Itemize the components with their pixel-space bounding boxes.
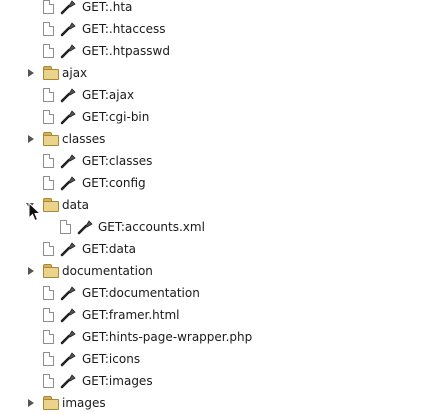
wrench-icon bbox=[60, 286, 76, 301]
document-icon bbox=[43, 330, 54, 344]
tree-row-label: GET:hints-page-wrapper.php bbox=[82, 330, 253, 344]
tree-row-label: GET:framer.html bbox=[82, 308, 180, 322]
tree-row-request[interactable]: GET:.hta bbox=[0, 0, 423, 18]
wrench-icon bbox=[60, 352, 76, 367]
tree-row-label: GET:.htaccess bbox=[82, 22, 166, 36]
document-icon bbox=[43, 0, 54, 14]
folder-icon bbox=[43, 264, 59, 278]
tree-row-label: GET:accounts.xml bbox=[98, 220, 205, 234]
tree-row-label: GET:config bbox=[82, 176, 146, 190]
tree-row-request[interactable]: GET:cgi-bin bbox=[0, 106, 423, 128]
wrench-icon bbox=[60, 176, 76, 191]
tree-row-label: GET:.htpasswd bbox=[82, 44, 170, 58]
wrench-icon bbox=[60, 330, 76, 345]
tree-row-request[interactable]: GET:ajax bbox=[0, 84, 423, 106]
wrench-icon bbox=[60, 308, 76, 323]
tree-row-request[interactable]: GET:.htaccess bbox=[0, 18, 423, 40]
tree-row-label: GET:data bbox=[82, 242, 136, 256]
tree-row-request[interactable]: GET:hints-page-wrapper.php bbox=[0, 326, 423, 348]
document-icon bbox=[43, 22, 54, 36]
expand-toggle[interactable] bbox=[25, 128, 37, 150]
document-icon bbox=[43, 352, 54, 366]
wrench-icon bbox=[60, 22, 76, 37]
collapse-toggle[interactable] bbox=[25, 194, 37, 216]
expand-toggle[interactable] bbox=[25, 392, 37, 414]
tree-row-label: GET:icons bbox=[82, 352, 141, 366]
folder-icon bbox=[43, 396, 59, 410]
wrench-icon bbox=[60, 374, 76, 389]
tree-row-request[interactable]: GET:data bbox=[0, 238, 423, 260]
tree-row-label: GET:documentation bbox=[82, 286, 200, 300]
tree-row-request[interactable]: GET:accounts.xml bbox=[0, 216, 423, 238]
folder-icon bbox=[43, 132, 59, 146]
expand-toggle[interactable] bbox=[25, 62, 37, 84]
tree-row-request[interactable]: GET:classes bbox=[0, 150, 423, 172]
wrench-icon bbox=[60, 242, 76, 257]
tree-row-label: GET:.hta bbox=[82, 0, 133, 14]
document-icon bbox=[60, 220, 71, 234]
document-icon bbox=[43, 176, 54, 190]
tree-row-request[interactable]: GET:framer.html bbox=[0, 304, 423, 326]
document-icon bbox=[43, 154, 54, 168]
tree-row-label: GET:ajax bbox=[82, 88, 135, 102]
tree-row-folder[interactable]: images bbox=[0, 392, 423, 414]
tree-row-request[interactable]: GET:documentation bbox=[0, 282, 423, 304]
document-icon bbox=[43, 110, 54, 124]
document-icon bbox=[43, 374, 54, 388]
wrench-icon bbox=[60, 110, 76, 125]
wrench-icon bbox=[60, 0, 76, 15]
wrench-icon bbox=[60, 88, 76, 103]
wrench-icon bbox=[77, 220, 93, 235]
tree-row-folder[interactable]: data bbox=[0, 194, 423, 216]
document-icon bbox=[43, 286, 54, 300]
expand-toggle[interactable] bbox=[25, 260, 37, 282]
tree-row-request[interactable]: GET:images bbox=[0, 370, 423, 392]
tree-row-label: GET:images bbox=[82, 374, 153, 388]
tree-row-folder[interactable]: documentation bbox=[0, 260, 423, 282]
wrench-icon bbox=[60, 44, 76, 59]
tree-row-request[interactable]: GET:icons bbox=[0, 348, 423, 370]
document-icon bbox=[43, 88, 54, 102]
tree-row-label: documentation bbox=[62, 264, 153, 278]
tree-row-label: GET:classes bbox=[82, 154, 153, 168]
tree-row-request[interactable]: GET:config bbox=[0, 172, 423, 194]
tree-row-label: ajax bbox=[62, 66, 88, 80]
tree-row-folder[interactable]: ajax bbox=[0, 62, 423, 84]
tree-row-label: classes bbox=[62, 132, 106, 146]
tree-row-label: data bbox=[62, 198, 90, 212]
tree-row-label: GET:cgi-bin bbox=[82, 110, 150, 124]
document-icon bbox=[43, 242, 54, 256]
document-icon bbox=[43, 44, 54, 58]
tree-row-request[interactable]: GET:.htpasswd bbox=[0, 40, 423, 62]
tree-row-label: images bbox=[62, 396, 106, 410]
folder-icon bbox=[43, 198, 59, 212]
wrench-icon bbox=[60, 154, 76, 169]
folder-icon bbox=[43, 66, 59, 80]
tree-row-folder[interactable]: classes bbox=[0, 128, 423, 150]
document-icon bbox=[43, 308, 54, 322]
